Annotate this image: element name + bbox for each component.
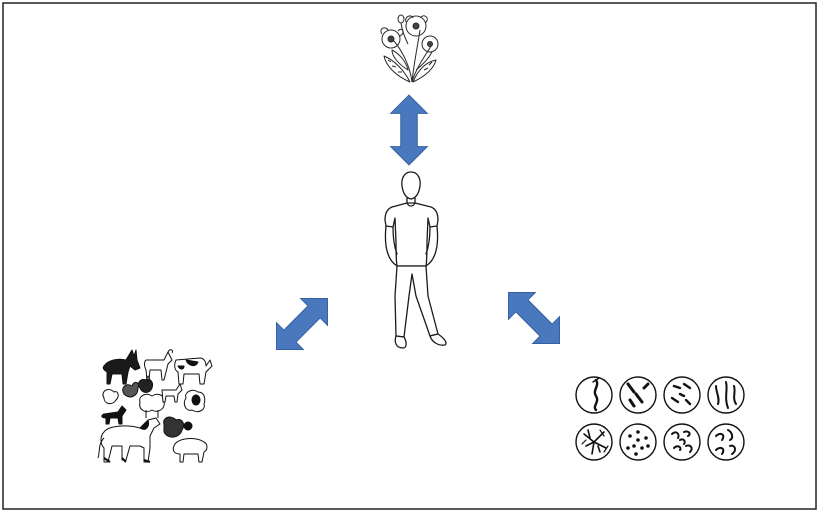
chicken-icon (137, 375, 153, 393)
flower-icon (380, 14, 439, 83)
rooster-icon (122, 381, 139, 398)
sheep-icon (139, 393, 165, 418)
kid-goat-icon (161, 383, 183, 403)
chick-icon (183, 421, 193, 431)
goat-icon (144, 349, 173, 381)
dog-icon (101, 405, 127, 425)
turkey-icon (163, 416, 185, 438)
microbe-panel-rods-chain (619, 376, 657, 414)
donkey-icon (102, 349, 141, 385)
double-arrow-human-animals (262, 284, 342, 364)
farm-animals-icon (97, 349, 213, 463)
horse-icon (97, 417, 161, 463)
microbes-icon (575, 376, 745, 461)
person-icon (384, 171, 447, 349)
microbe-panel-cocci (619, 423, 657, 461)
microbe-panel-actinomycete (575, 423, 613, 461)
double-arrow-human-plants (390, 94, 428, 166)
pig-icon (172, 438, 208, 463)
microbe-panel-spirochete (575, 376, 613, 414)
microbe-panel-rods (663, 376, 701, 414)
black-face-sheep-icon (183, 389, 206, 413)
cow-icon (174, 357, 213, 385)
double-arrow-human-microbes (494, 278, 574, 358)
microbe-panel-spirilla (707, 376, 745, 414)
microbe-panel-curved-rods (707, 423, 745, 461)
microbe-panel-vibrio (663, 423, 701, 461)
hen-icon (102, 389, 119, 405)
